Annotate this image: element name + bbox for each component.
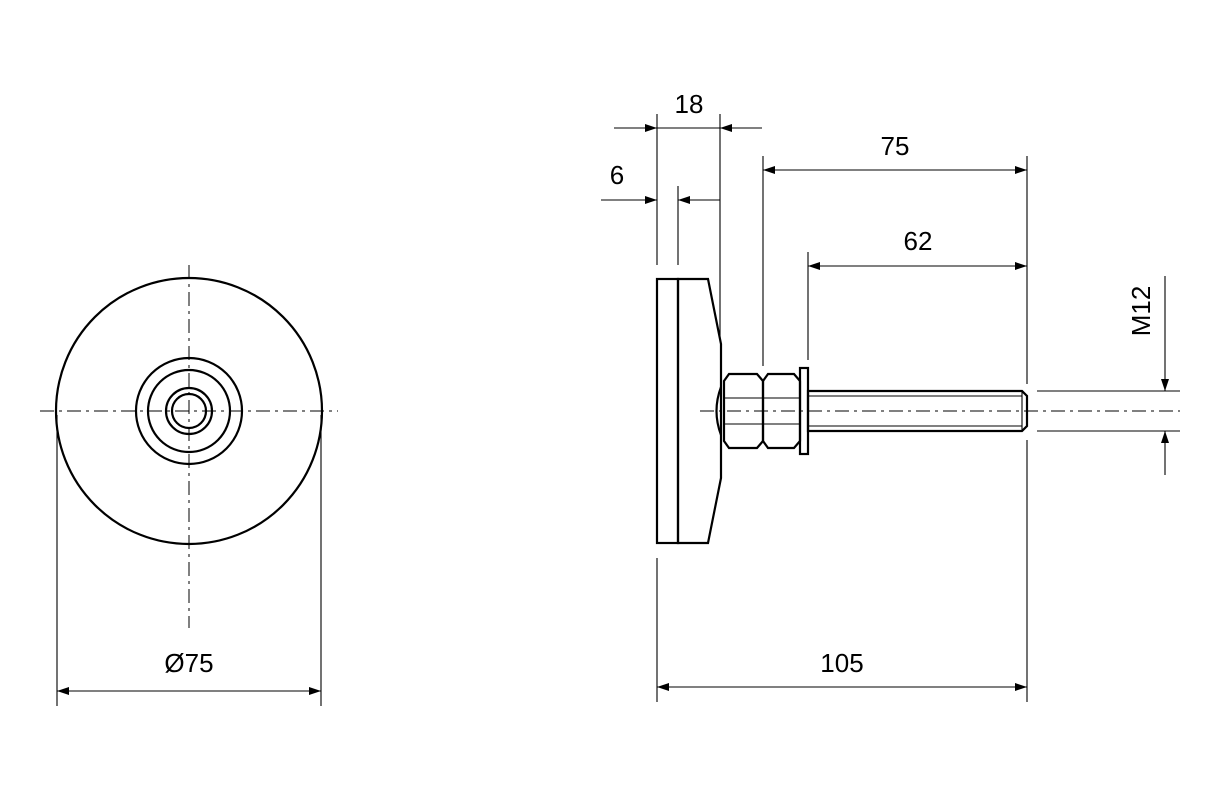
base-plate — [655, 277, 680, 545]
ball-joint — [715, 386, 723, 436]
front-view: Ø75 — [40, 265, 338, 706]
dim-62-label: 62 — [904, 226, 933, 256]
side-view: 18 6 75 62 105 M12 — [601, 89, 1180, 702]
dim-18-label: 18 — [675, 89, 704, 119]
dim-75-label: 75 — [881, 131, 910, 161]
dim-6-label: 6 — [610, 160, 624, 190]
dim-m12-label: M12 — [1126, 286, 1156, 337]
diameter-label: Ø75 — [164, 648, 213, 678]
dim-105-label: 105 — [820, 648, 863, 678]
base-body — [676, 277, 723, 545]
